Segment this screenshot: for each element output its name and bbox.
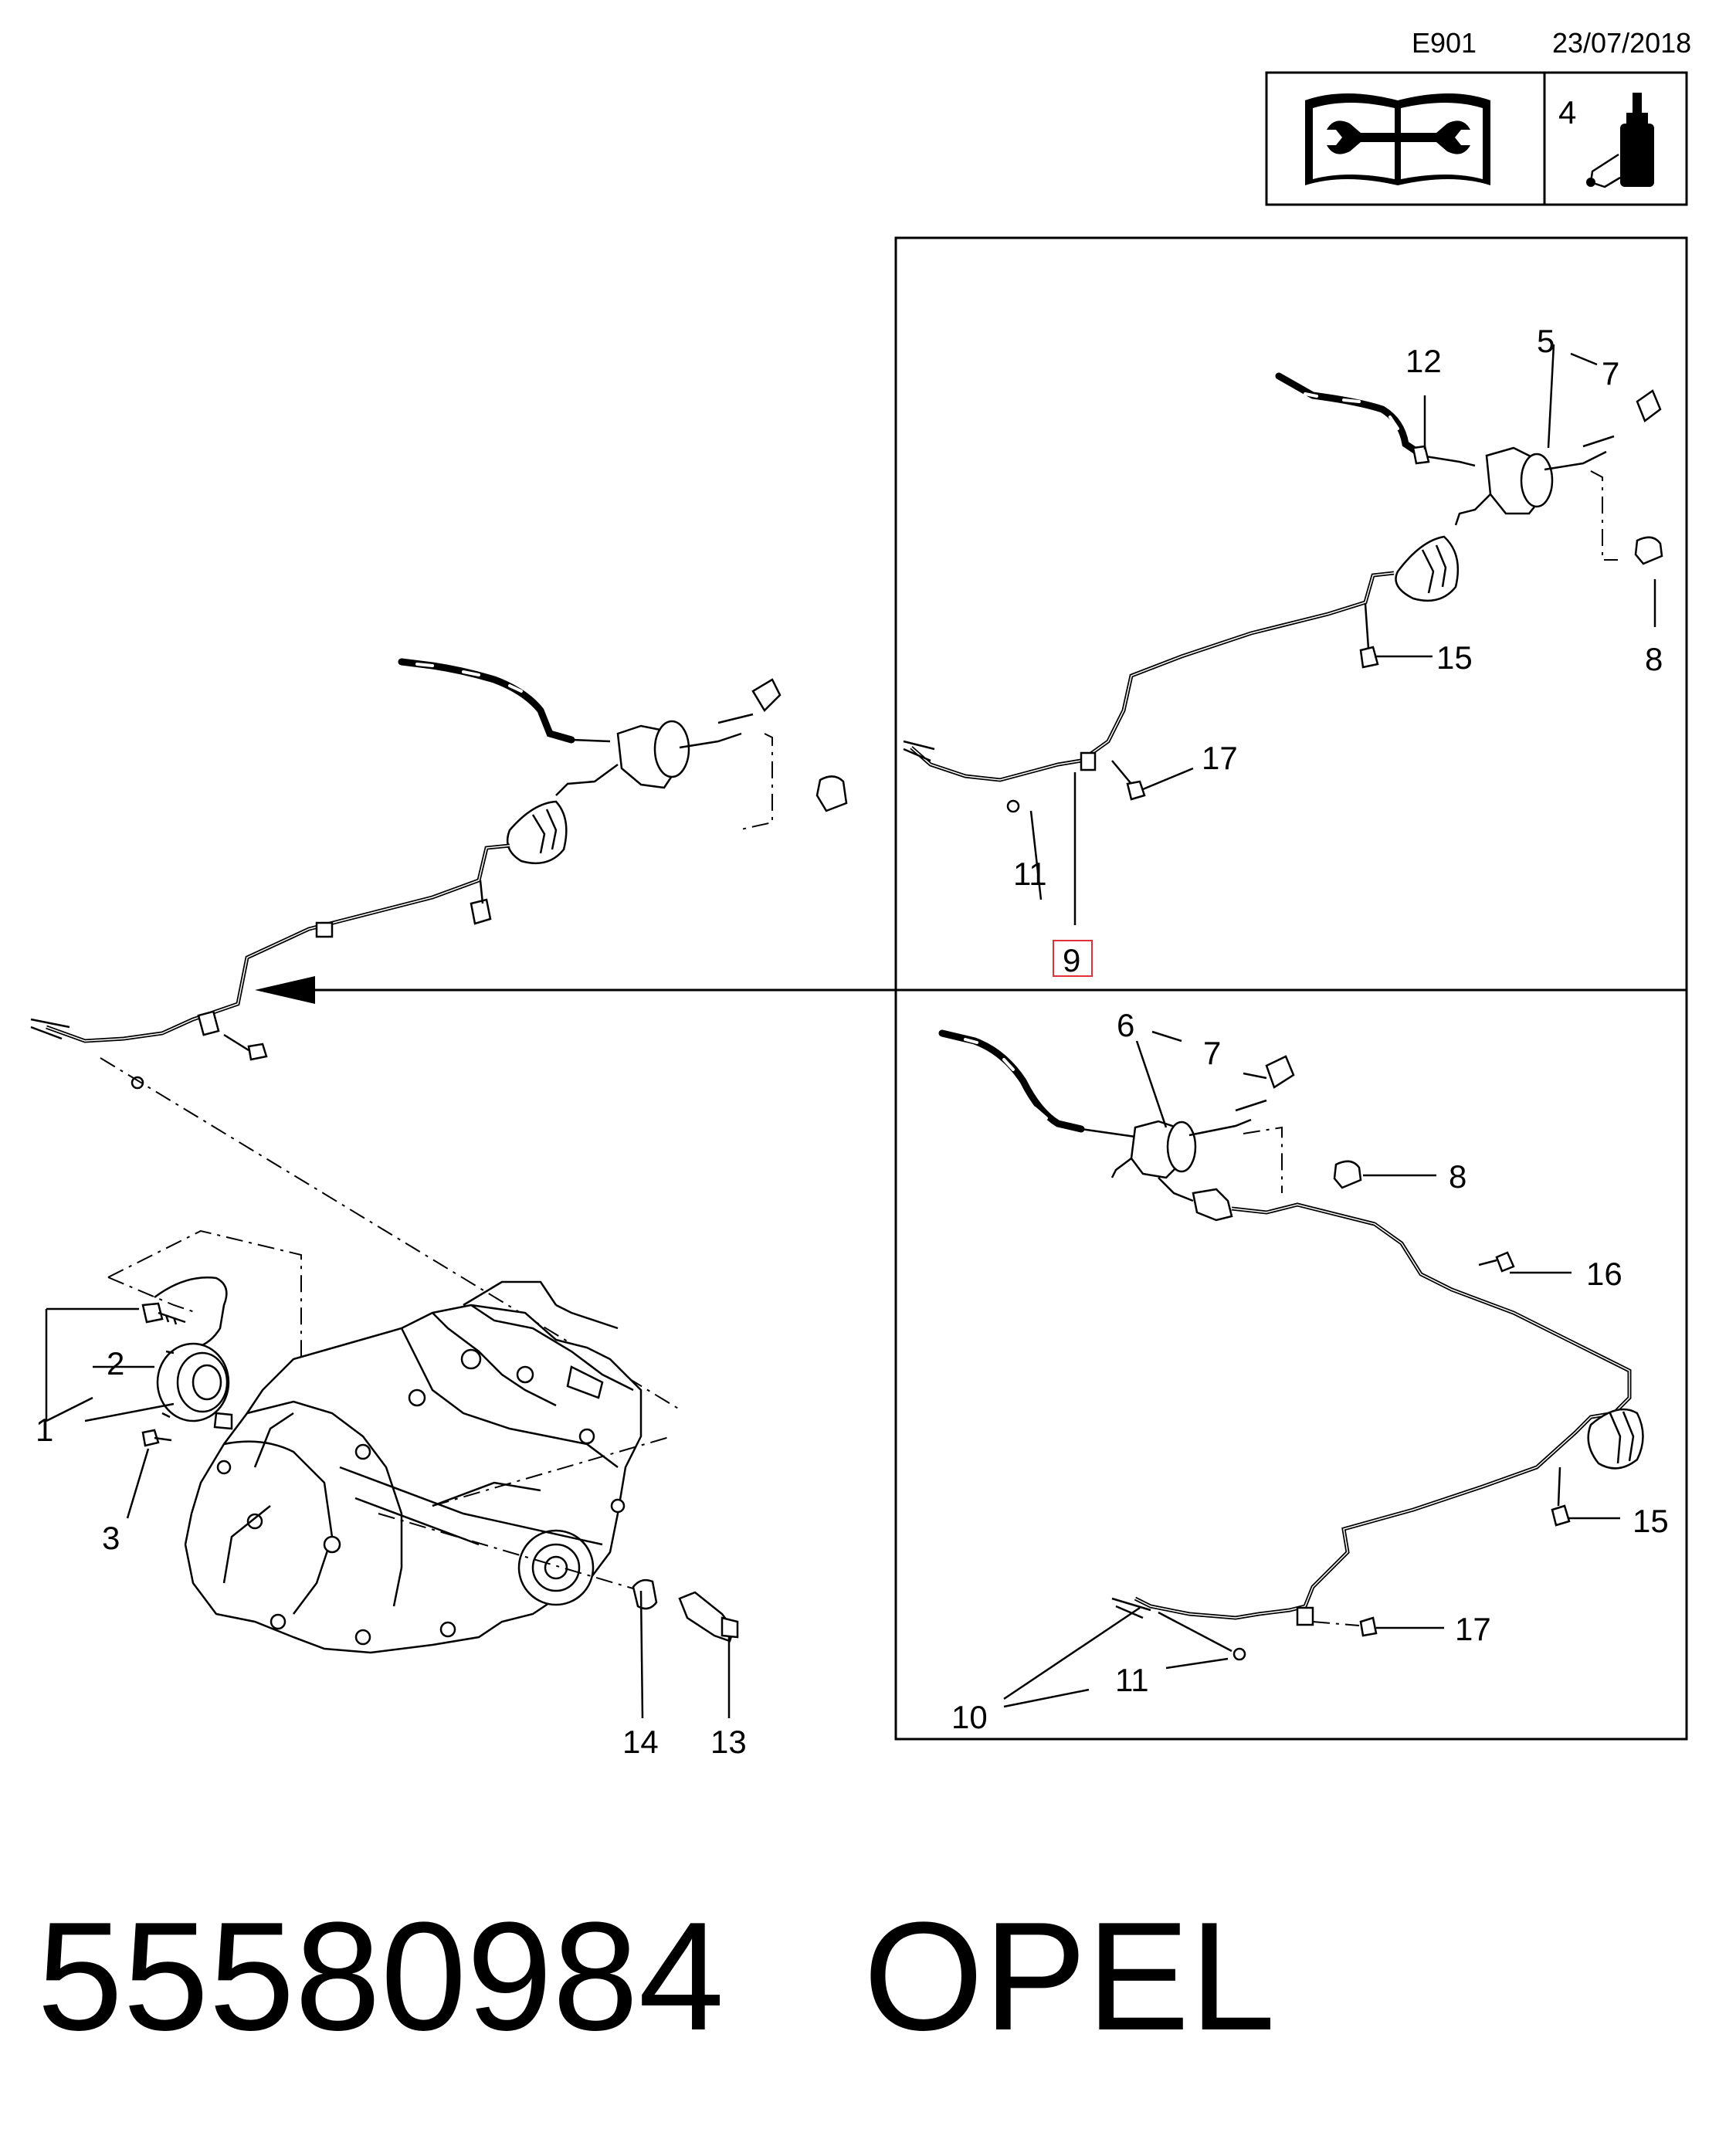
adhesive-bottle-icon: 4: [1558, 93, 1654, 188]
bush-14: [632, 1578, 658, 1610]
leader-3: [126, 1448, 150, 1519]
callout-7-a: 7: [1602, 355, 1619, 392]
highlight-box-9: [1053, 940, 1093, 977]
main-clutch-line-assembly: [30, 658, 848, 1410]
leader-10a: [1003, 1606, 1141, 1700]
bleed-fitting-13: [678, 1591, 739, 1643]
callout-14: 14: [622, 1724, 659, 1760]
leader-5: [1547, 344, 1555, 449]
callout-5: 5: [1537, 323, 1555, 359]
callout-11-a: 11: [1013, 856, 1047, 892]
callout-17-a: 17: [1202, 740, 1238, 776]
adhesive-ref-label: 4: [1558, 94, 1576, 131]
leader-6-7: [1151, 1030, 1182, 1043]
leader-6: [1135, 1040, 1168, 1128]
diagram-date: 23/07/2018: [1552, 27, 1691, 59]
callout-12: 12: [1405, 343, 1442, 379]
leader-11b: [1165, 1657, 1229, 1670]
leader-11a: [1029, 810, 1043, 900]
bolt-3: [141, 1429, 172, 1447]
callout-9: 9: [1063, 942, 1080, 978]
transmission-housing: [45, 1229, 739, 1719]
callout-10: 10: [951, 1699, 988, 1735]
leader-1: [84, 1402, 175, 1422]
header-symbol-box: [1265, 71, 1688, 206]
detail-b-clutch-line: [938, 1029, 1644, 1661]
callout-8-a: 8: [1645, 641, 1663, 677]
callout-2: 2: [107, 1345, 124, 1382]
detail-frame-variant-b: [894, 988, 1688, 1741]
callout-7-b: 7: [1203, 1035, 1221, 1071]
callout-15-b: 15: [1633, 1503, 1669, 1539]
callout-13: 13: [710, 1724, 747, 1760]
leader-10b: [1003, 1688, 1090, 1708]
callout-3: 3: [102, 1520, 120, 1556]
leader-5-7: [1570, 352, 1598, 366]
brand-name: OPEL: [863, 1890, 1276, 2063]
diagram-code: E901: [1412, 27, 1477, 59]
leader-17a: [1142, 767, 1194, 791]
callout-16: 16: [1586, 1256, 1622, 1292]
callout-17-b: 17: [1455, 1611, 1491, 1647]
callout-6: 6: [1117, 1007, 1134, 1043]
callout-8-b: 8: [1449, 1158, 1466, 1195]
callout-11-b: 11: [1115, 1662, 1149, 1698]
callout-1: 1: [36, 1412, 53, 1448]
bolt-2: [141, 1302, 186, 1325]
part-number: 55580984: [37, 1890, 724, 2063]
pointer-arrow-head: [255, 976, 315, 1004]
concentric-slave-cylinder: [156, 1342, 233, 1430]
service-manual-icon: [1305, 93, 1490, 185]
detail-a-clutch-line: [903, 372, 1663, 813]
callout-15-a: 15: [1436, 639, 1473, 676]
leader-7b: [1243, 1072, 1267, 1080]
